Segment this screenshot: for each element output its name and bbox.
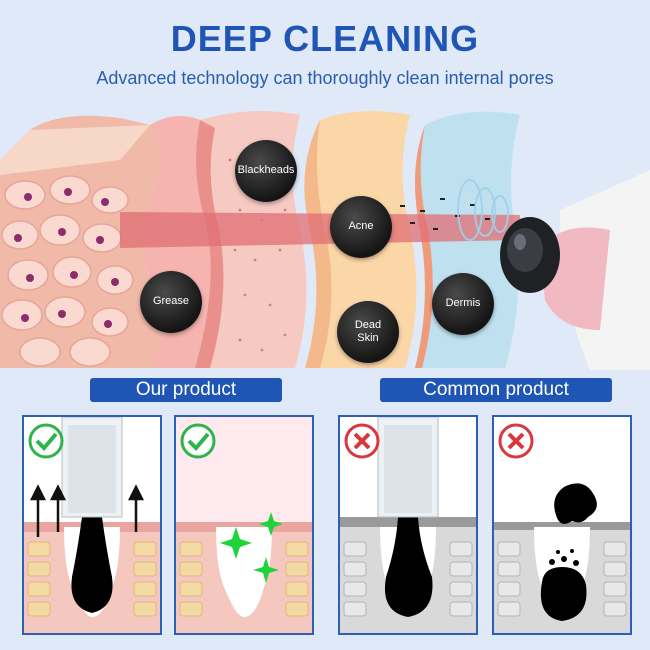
- panel-common-product-suction: [338, 415, 478, 635]
- check-circle-icon: [28, 423, 64, 459]
- acne-label: Acne: [348, 220, 374, 233]
- panel-1-illustration: [24, 417, 160, 633]
- dead-skin-label: Dead Skin: [354, 318, 382, 344]
- common-product-label: Common product: [380, 378, 612, 402]
- cross-circle-icon: [498, 423, 534, 459]
- our-product-label: Our product: [90, 378, 282, 402]
- grease-label: Grease: [152, 295, 190, 308]
- check-circle-icon: [180, 423, 216, 459]
- panel-common-product-residue: [492, 415, 632, 635]
- sparkle-icon: [220, 512, 283, 583]
- panel-our-product-clean: [174, 415, 314, 635]
- layer-cells: [0, 115, 164, 368]
- cross-circle-icon: [344, 423, 380, 459]
- acne-bubble: Acne: [330, 196, 392, 258]
- dead-skin-bubble: Dead Skin: [337, 301, 399, 363]
- skin-layers-illustration: [0, 111, 650, 370]
- blackheads-label: Blackheads: [237, 164, 295, 177]
- blackhead-device: [500, 170, 650, 370]
- grease-bubble: Grease: [140, 271, 202, 333]
- dermis-bubble: Dermis: [432, 273, 494, 335]
- panel-3-illustration: [340, 417, 476, 633]
- panel-4-illustration: [494, 423, 630, 633]
- panel-2-illustration: [176, 417, 312, 633]
- page-subtitle: Advanced technology can thoroughly clean…: [96, 68, 554, 88]
- dermis-label: Dermis: [445, 297, 481, 310]
- page-title: DEEP CLEANING: [170, 18, 480, 59]
- panel-our-product-suction: [22, 415, 162, 635]
- blackheads-bubble: Blackheads: [235, 140, 297, 202]
